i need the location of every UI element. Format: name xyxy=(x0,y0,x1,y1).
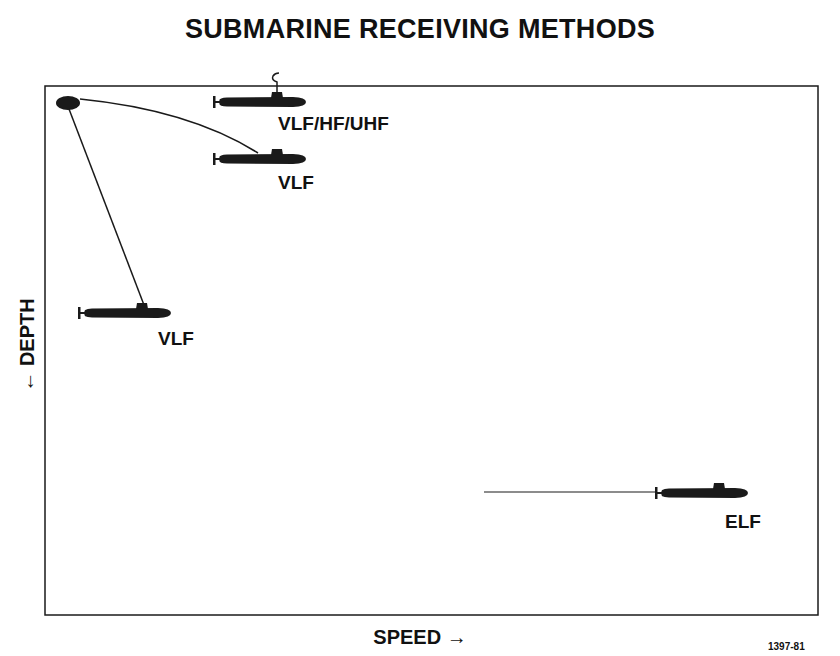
axis-label: SPEED → xyxy=(373,626,466,649)
submarine xyxy=(213,92,306,108)
submarine xyxy=(213,149,306,165)
buoy-cable xyxy=(69,109,144,305)
submarine xyxy=(78,303,171,319)
buoy-cable xyxy=(80,99,258,153)
trailing-wire-antenna xyxy=(484,491,656,492)
plot-frame xyxy=(45,86,818,615)
figure-number: 1397-81 xyxy=(768,641,805,652)
band-label: ELF xyxy=(725,511,761,533)
antenna-buoy xyxy=(56,96,80,110)
axis-label: ← DEPTH xyxy=(16,298,39,391)
band-label: VLF xyxy=(158,328,194,350)
band-label: VLF xyxy=(278,172,314,194)
submarine xyxy=(655,483,748,499)
diagram-title: SUBMARINE RECEIVING METHODS xyxy=(185,14,655,45)
band-label: VLF/HF/UHF xyxy=(278,113,389,135)
mast-antenna xyxy=(273,73,280,92)
